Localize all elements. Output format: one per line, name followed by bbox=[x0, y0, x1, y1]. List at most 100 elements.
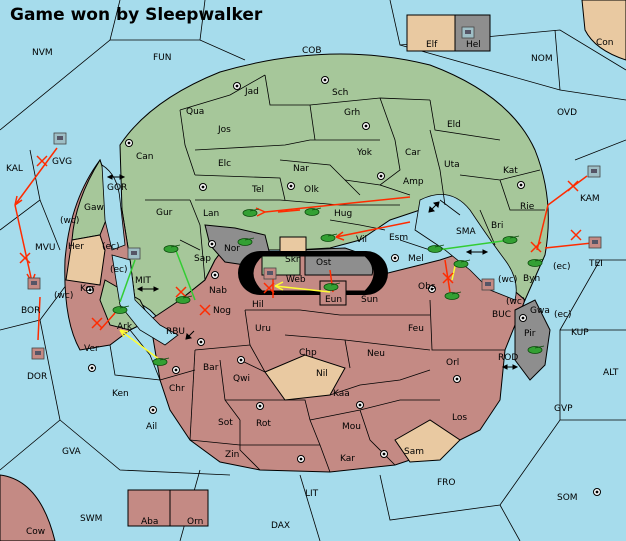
label-nab: Nab bbox=[209, 286, 227, 296]
label-sot: Sot bbox=[218, 418, 233, 428]
label-buc: BUC bbox=[492, 310, 511, 320]
army-unit bbox=[502, 235, 520, 244]
army-unit bbox=[527, 345, 545, 354]
label-ost: Ost bbox=[316, 258, 332, 268]
label-fun: FUN bbox=[153, 53, 172, 63]
label-amp: Amp bbox=[403, 177, 424, 187]
label-sun: Sun bbox=[361, 295, 378, 305]
label-ec1: (ec) bbox=[102, 242, 120, 252]
supply-center bbox=[237, 356, 245, 364]
fleet-units bbox=[27, 26, 602, 360]
label-kam: KAM bbox=[580, 194, 600, 204]
label-sap: Sap bbox=[194, 254, 211, 264]
label-los: Los bbox=[452, 413, 467, 423]
ost-inner bbox=[304, 255, 374, 276]
label-bar: Bar bbox=[203, 363, 219, 373]
supply-center bbox=[149, 406, 157, 414]
label-wc2: (wc) bbox=[498, 275, 517, 285]
label-qua: Qua bbox=[186, 107, 204, 117]
army-unit bbox=[323, 282, 341, 291]
label-gur: Gur bbox=[156, 208, 173, 218]
label-ail: Ail bbox=[146, 422, 157, 432]
label-bri: Bri bbox=[491, 221, 503, 231]
supply-center bbox=[233, 82, 241, 90]
supply-center bbox=[88, 364, 96, 372]
label-ark: Ark bbox=[117, 322, 133, 332]
label-kar: Kar bbox=[340, 454, 355, 464]
game-title: Game won by Sleepwalker bbox=[10, 5, 263, 25]
label-esm: Esm bbox=[389, 233, 408, 243]
label-yok: Yok bbox=[356, 148, 373, 158]
fleet-unit bbox=[263, 267, 277, 280]
supply-center bbox=[380, 450, 388, 458]
label-mel: Mel bbox=[408, 254, 424, 264]
label-pir: Pir bbox=[524, 329, 536, 339]
label-car: Car bbox=[405, 148, 421, 158]
label-mou: Mou bbox=[342, 422, 361, 432]
label-gwa: Gwa bbox=[530, 306, 550, 316]
supply-center bbox=[321, 76, 329, 84]
label-vil: Vil bbox=[356, 235, 367, 245]
label-mvu: MVU bbox=[35, 243, 56, 253]
label-gvg: GVG bbox=[52, 157, 72, 167]
fleet-unit bbox=[588, 236, 602, 249]
label-jad: Jad bbox=[244, 87, 259, 97]
northern-region[interactable] bbox=[119, 53, 549, 321]
label-kat: Kat bbox=[503, 166, 518, 176]
gor-sea[interactable] bbox=[101, 164, 126, 251]
label-kup: KUP bbox=[571, 328, 589, 338]
label-bor: BOR bbox=[21, 306, 40, 316]
label-elc: Elc bbox=[218, 159, 231, 169]
label-tel: Tel bbox=[251, 185, 264, 195]
gaw-province[interactable] bbox=[71, 158, 111, 241]
label-som: SOM bbox=[557, 493, 578, 503]
army-unit bbox=[427, 244, 445, 253]
sam-province[interactable] bbox=[394, 419, 461, 463]
army-unit bbox=[242, 208, 260, 217]
label-nom: NOM bbox=[531, 54, 553, 64]
supply-center bbox=[362, 122, 370, 130]
label-chr: Chr bbox=[169, 384, 185, 394]
label-con: Con bbox=[596, 38, 614, 48]
province-labels: NVM FUN COB NOM Con Elf Hel Jad Sch Qua … bbox=[6, 38, 619, 537]
fleet-unit bbox=[127, 247, 141, 260]
label-nar: Nar bbox=[293, 164, 309, 174]
army-unit bbox=[527, 258, 545, 267]
label-cob: COB bbox=[302, 46, 322, 56]
fleet-unit bbox=[31, 347, 45, 360]
label-qwi: Qwi bbox=[233, 374, 250, 384]
label-lit: LIT bbox=[305, 489, 319, 499]
label-gor: GOR bbox=[107, 183, 127, 193]
label-orn: Orn bbox=[187, 517, 203, 527]
army-unit bbox=[152, 357, 170, 366]
supply-center bbox=[211, 271, 219, 279]
nil-province[interactable] bbox=[264, 354, 346, 401]
label-dax: DAX bbox=[271, 521, 290, 531]
label-eun: Eun bbox=[325, 295, 342, 305]
label-ec4: (ec) bbox=[554, 310, 572, 320]
label-ver: Ver bbox=[84, 344, 99, 354]
her-province[interactable] bbox=[65, 234, 106, 286]
sma-sea[interactable] bbox=[414, 193, 517, 301]
label-byn: Byn bbox=[523, 274, 540, 284]
label-zin: Zin bbox=[225, 450, 239, 460]
orn-province[interactable] bbox=[169, 489, 209, 527]
label-kaa: Kaa bbox=[333, 389, 350, 399]
label-dor: DOR bbox=[27, 372, 47, 382]
label-gaw: Gaw bbox=[84, 203, 104, 213]
label-nor: Nor bbox=[224, 244, 240, 254]
label-aba: Aba bbox=[141, 517, 158, 527]
label-eld: Eld bbox=[447, 120, 461, 130]
label-ken: Ken bbox=[112, 389, 129, 399]
supply-center bbox=[86, 286, 94, 294]
label-grh: Grh bbox=[344, 108, 360, 118]
label-mit: MIT bbox=[135, 276, 151, 286]
supply-center bbox=[172, 366, 180, 374]
supply-center bbox=[197, 338, 205, 346]
label-skr: Skr bbox=[285, 255, 300, 265]
supply-center bbox=[208, 240, 216, 248]
label-rbu: RBU bbox=[166, 327, 185, 337]
fleet-unit bbox=[587, 165, 601, 178]
